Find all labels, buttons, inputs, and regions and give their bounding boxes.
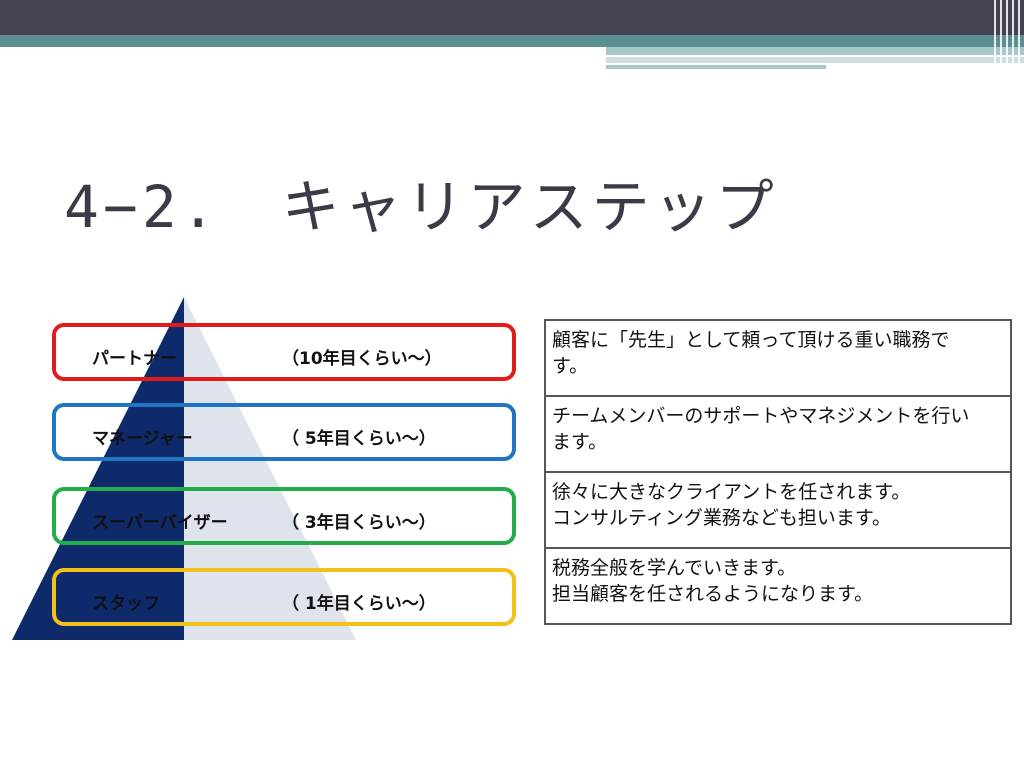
pyramid-light-side: [184, 297, 356, 640]
table-row: チームメンバーのサポートやマネジメントを行い ます。: [544, 395, 1012, 473]
level-box-supervisor: スーパーバイザー （ 3年目くらい〜）: [52, 487, 516, 545]
slide-title: 4−2. キャリアステップ: [64, 173, 778, 241]
description-line: 顧客に「先生」として頼って頂ける重い職務で: [552, 329, 950, 351]
level-name: スタッフ: [92, 594, 160, 614]
description-line: 徐々に大きなクライアントを任されます。: [552, 481, 911, 503]
level-box-staff: スタッフ （ 1年目くらい〜）: [52, 568, 516, 626]
description-line: 担当顧客を任されるようになります。: [552, 583, 874, 605]
header-bar-light-3: [606, 65, 826, 69]
header-bar-dark: [0, 0, 1024, 35]
description-line: 税務全般を学んでいきます。: [552, 557, 797, 579]
table-row: 税務全般を学んでいきます。 担当顧客を任されるようになります。: [544, 547, 1012, 625]
header-bar-teal: [0, 35, 1024, 47]
level-box-partner: パートナー （10年目くらい〜）: [52, 323, 516, 381]
level-name: スーパーバイザー: [92, 513, 228, 533]
description-line: チームメンバーのサポートやマネジメントを行い: [552, 405, 970, 427]
header-bar-line: [612, 55, 948, 57]
level-years: （10年目くらい〜）: [282, 349, 442, 369]
table-row: 徐々に大きなクライアントを任されます。 コンサルティング業務なども担います。: [544, 471, 1012, 549]
header-stripes: [990, 0, 1024, 70]
pyramid-graphic: [12, 297, 356, 640]
pyramid-dark-side: [12, 297, 184, 640]
description-cell: 徐々に大きなクライアントを任されます。 コンサルティング業務なども担います。: [544, 471, 1012, 549]
level-years: （ 1年目くらい〜）: [282, 594, 436, 614]
level-box-manager: マネージャー （ 5年目くらい〜）: [52, 403, 516, 461]
table-row: 顧客に「先生」として頼って頂ける重い職務で す。: [544, 319, 1012, 397]
description-line: す。: [552, 355, 589, 377]
level-name: パートナー: [92, 349, 177, 369]
description-cell: 税務全般を学んでいきます。 担当顧客を任されるようになります。: [544, 547, 1012, 625]
description-cell: 顧客に「先生」として頼って頂ける重い職務で す。: [544, 319, 1012, 397]
level-years: （ 3年目くらい〜）: [282, 513, 436, 533]
level-name: マネージャー: [92, 429, 193, 449]
description-line: コンサルティング業務なども担います。: [552, 507, 891, 529]
level-years: （ 5年目くらい〜）: [282, 429, 436, 449]
header-bar-light-2: [606, 57, 1024, 63]
header-bar-light: [606, 47, 1024, 55]
description-cell: チームメンバーのサポートやマネジメントを行い ます。: [544, 395, 1012, 473]
description-line: ます。: [552, 431, 608, 453]
description-table: 顧客に「先生」として頼って頂ける重い職務で す。 チームメンバーのサポートやマネ…: [544, 319, 1012, 625]
